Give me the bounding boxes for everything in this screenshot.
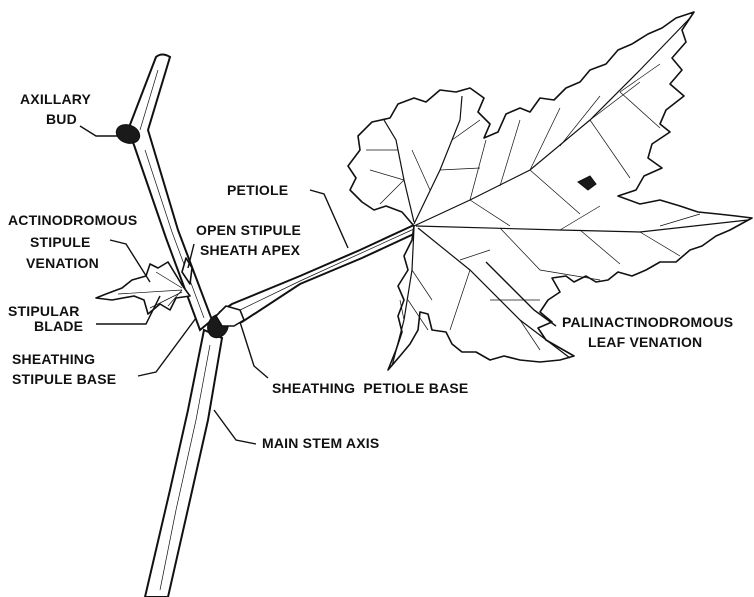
label-open-stipule-line2: SHEATH APEX bbox=[200, 242, 301, 258]
label-actinodromous-line1: ACTINODROMOUS bbox=[8, 212, 137, 228]
label-sheathing-stipule-line1: SHEATHING bbox=[12, 351, 95, 367]
label-open-stipule-line1: OPEN STIPULE bbox=[196, 222, 301, 238]
label-petiole: PETIOLE bbox=[227, 182, 288, 198]
label-sheathing-stipule-line2: STIPULE BASE bbox=[12, 371, 116, 387]
petiole bbox=[216, 225, 418, 326]
label-palinactinodromous-line1: PALINACTINODROMOUS bbox=[562, 314, 733, 330]
leader-sheathing-petiole bbox=[240, 322, 268, 378]
leader-main-stem bbox=[214, 410, 256, 444]
label-axillary-bud-line1: AXILLARY bbox=[20, 91, 92, 107]
label-stipular-blade-line2: BLADE bbox=[34, 318, 83, 334]
leader-actinodromous bbox=[110, 240, 150, 282]
label-stipular-blade-line1: STIPULAR bbox=[8, 303, 80, 319]
label-actinodromous-line3: VENATION bbox=[26, 255, 99, 271]
leader-petiole bbox=[310, 190, 348, 248]
label-actinodromous-line2: STIPULE bbox=[30, 234, 91, 250]
main-stem bbox=[145, 330, 222, 597]
leader-sheathing-stipule bbox=[138, 318, 196, 376]
label-sheathing-petiole-base: SHEATHING PETIOLE BASE bbox=[272, 380, 468, 396]
leader-axillary-bud bbox=[80, 126, 118, 136]
label-main-stem-axis: MAIN STEM AXIS bbox=[262, 435, 379, 451]
label-axillary-bud-line2: BUD bbox=[46, 111, 77, 127]
label-palinactinodromous-line2: LEAF VENATION bbox=[588, 334, 702, 350]
